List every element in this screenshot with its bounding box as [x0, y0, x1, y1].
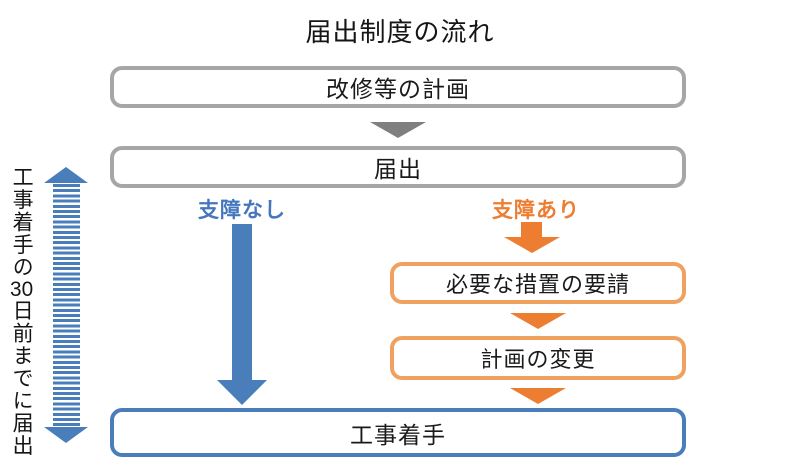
problem-label: 支障あり [492, 199, 580, 222]
down-arrow-orange-icon [510, 388, 566, 404]
no-problem-label: 支障なし [198, 199, 286, 222]
construction-box-label: 工事着手 [350, 421, 446, 448]
blue-arrow-shaft [232, 224, 252, 382]
down-arrow-blue-icon [217, 380, 267, 405]
down-arrow-gray-icon [370, 122, 426, 138]
notification-box: 届出 [110, 146, 686, 188]
plan-change-box: 計画の変更 [390, 336, 686, 380]
notification-box-label: 届出 [374, 156, 422, 182]
deadline-note: 工事着手の30日前までに届出 [10, 166, 33, 466]
plan-change-box-label: 計画の変更 [480, 347, 596, 372]
measures-box-label: 必要な措置の要請 [445, 272, 630, 297]
deadline-note-prefix: 工事着手の [10, 166, 34, 279]
down-arrow-orange-icon [504, 237, 560, 253]
diagram-title: 届出制度の流れ [305, 17, 495, 47]
orange-arrow-shaft [521, 222, 542, 238]
striped-arrow-shaft [53, 184, 80, 426]
plan-box: 改修等の計画 [110, 66, 686, 108]
up-arrow-striped-icon [44, 167, 88, 183]
deadline-note-number: 30 [10, 278, 34, 300]
construction-box: 工事着手 [110, 408, 686, 457]
down-arrow-orange-icon [510, 313, 566, 329]
plan-box-label: 改修等の計画 [326, 76, 470, 102]
down-arrow-striped-icon [44, 427, 88, 443]
deadline-note-suffix: 日前までに届出 [10, 299, 34, 458]
measures-box: 必要な措置の要請 [390, 262, 686, 304]
